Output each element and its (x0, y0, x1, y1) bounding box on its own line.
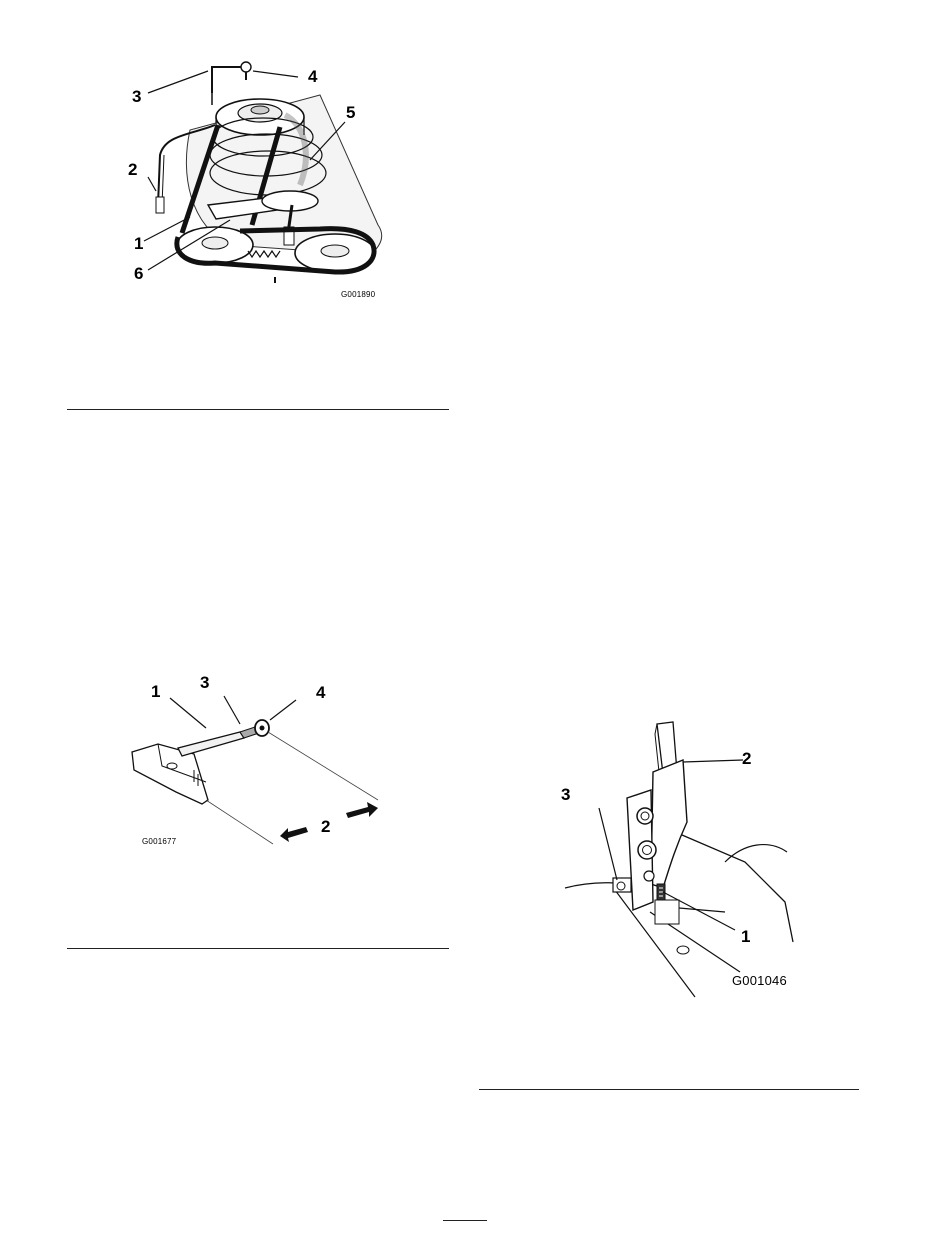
callout-label: 6 (134, 265, 143, 282)
belt-pulley-illustration (120, 55, 410, 310)
callout-label: 1 (741, 928, 750, 945)
callout-label: 3 (561, 786, 570, 803)
callout-label: 1 (134, 235, 143, 252)
callout-label: 3 (200, 674, 209, 691)
linkage-bracket-illustration (555, 712, 795, 997)
callout-label: 2 (742, 750, 751, 767)
callout-label: 2 (128, 161, 137, 178)
callout-label: 4 (308, 68, 317, 85)
page-footer-mark (443, 1220, 487, 1221)
figure-id: G001046 (732, 974, 787, 987)
callout-label: 5 (346, 104, 355, 121)
callout-label: 1 (151, 683, 160, 700)
linkage-bracket-figure: 1 2 3 G001046 (555, 712, 795, 997)
callout-label: 2 (321, 818, 330, 835)
figure-id: G001890 (341, 291, 375, 299)
section-divider (67, 409, 449, 410)
belt-pulley-figure: 1 2 3 4 5 6 G001890 (120, 55, 410, 310)
adjustment-rod-figure: 1 2 3 4 G001677 (128, 670, 390, 860)
callout-label: 4 (316, 684, 325, 701)
adjustment-rod-illustration (128, 670, 390, 860)
callout-label: 3 (132, 88, 141, 105)
figure-id: G001677 (142, 838, 176, 846)
section-divider (479, 1089, 859, 1090)
section-divider (67, 948, 449, 949)
